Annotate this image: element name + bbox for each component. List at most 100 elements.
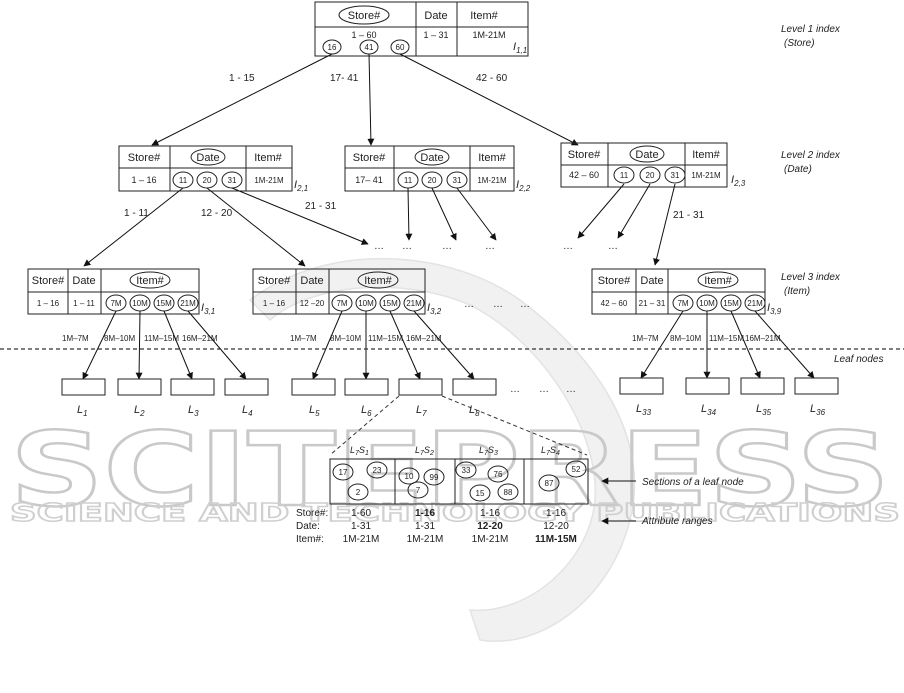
svg-text:L6: L6 (361, 404, 372, 418)
svg-text:L7S3: L7S3 (479, 445, 498, 457)
svg-text:1-16: 1-16 (480, 508, 500, 519)
level-labels: Level 1 index (Store) Level 2 index (Dat… (781, 24, 884, 365)
svg-text:1M–7M: 1M–7M (290, 334, 317, 343)
svg-text:1-16: 1-16 (546, 508, 566, 519)
l1-header-store: Store# (348, 10, 381, 22)
svg-text:Item#:: Item#: (296, 534, 324, 545)
svg-text:Store#:: Store#: (296, 508, 328, 519)
level1-index-node (314, 1, 529, 57)
l3c-header-item: Item# (704, 275, 732, 287)
leaf-zoom-lines (329, 395, 588, 456)
l2c-key-31: 31 (671, 171, 680, 180)
svg-text:1M-21M: 1M-21M (407, 534, 444, 545)
l2b-key-31: 31 (453, 176, 462, 185)
level3-label: Level 3 index (781, 272, 841, 283)
leaf-sections-box (329, 458, 589, 505)
l2b-index-name: I2,2 (516, 179, 531, 193)
leaf-ellipsis: … (510, 384, 520, 395)
svg-text:L7S4: L7S4 (541, 445, 560, 457)
l3c-header-date: Date (640, 275, 663, 287)
l2a-header-item: Item# (254, 152, 282, 164)
svg-text:88: 88 (504, 488, 513, 497)
l3a-key-21m: 21M (180, 299, 196, 308)
sections-callout: Sections of a leaf node (642, 477, 744, 488)
l1-store-range: 1 – 60 (351, 30, 376, 40)
svg-text:L34: L34 (701, 403, 717, 417)
l2c-header-date: Date (635, 149, 658, 161)
l2b-header-date: Date (420, 152, 443, 164)
svg-text:10: 10 (405, 472, 414, 481)
level3-edge-labels: 1M–7M 8M–10M 11M–15M 16M–21M 1M–7M 8M–10… (62, 334, 781, 343)
l3a-index-name: I3,1 (201, 302, 215, 316)
ranges-callout: Attribute ranges (641, 516, 713, 527)
l3a-key-7m: 7M (110, 299, 121, 308)
svg-text:8M–10M: 8M–10M (670, 334, 701, 343)
section-titles: L7S1 L7S2 L7S3 L7S4 (350, 445, 560, 457)
svg-text:…: … (493, 299, 503, 310)
svg-text:…: … (520, 299, 530, 310)
leaf-boxes (61, 377, 839, 396)
ellipsis-row-level2: … … … … … … (374, 241, 618, 252)
watermark-title: SCITEPRESS (10, 411, 890, 530)
svg-text:8M–10M: 8M–10M (104, 334, 135, 343)
level1-sublabel: (Store) (784, 38, 815, 49)
svg-text:2: 2 (356, 488, 361, 497)
svg-text:1-16: 1-16 (415, 508, 435, 519)
svg-text:1-31: 1-31 (415, 521, 435, 532)
watermark-swoosh (248, 258, 636, 642)
svg-text:12-20: 12-20 (477, 521, 503, 532)
svg-text:…: … (464, 299, 474, 310)
l3c-key-21m: 21M (747, 299, 763, 308)
svg-text:1-60: 1-60 (351, 508, 371, 519)
l2c-key-11: 11 (620, 171, 629, 180)
svg-text:L7S1: L7S1 (350, 445, 369, 457)
section-records: 17 23 2 10 99 7 33 76 15 88 52 87 (339, 465, 581, 498)
l2a-header-date: Date (196, 152, 219, 164)
svg-text:…: … (563, 241, 573, 252)
l2c-key-20: 20 (646, 171, 655, 180)
l3c-index-name: I3,9 (767, 302, 782, 316)
l2c-index-name: I2,3 (731, 174, 746, 188)
l3c-store-range: 42 – 60 (601, 299, 628, 308)
l3a-header-date: Date (72, 275, 95, 287)
l3b-key-21m: 21M (406, 299, 422, 308)
svg-text:12-20: 12-20 (543, 521, 569, 532)
svg-text:11M-15M: 11M-15M (535, 534, 577, 545)
l2b-header-item: Item# (478, 152, 506, 164)
attribute-ranges: Store#: Date: Item#: 1-60 1-31 1M-21M 1-… (296, 508, 577, 545)
level3-index-node-1 (27, 268, 200, 315)
l3a-date-range: 1 – 11 (73, 299, 95, 308)
svg-text:L7: L7 (416, 404, 427, 418)
svg-text:17: 17 (339, 468, 348, 477)
l1-header-date: Date (424, 10, 447, 22)
l3a-header-item: Item# (136, 275, 164, 287)
l2a-store-range: 1 – 16 (131, 175, 156, 185)
svg-text:1M–7M: 1M–7M (632, 334, 659, 343)
l2a-key-11: 11 (179, 176, 188, 185)
svg-text:1M–7M: 1M–7M (62, 334, 89, 343)
level2-edges (83, 183, 676, 267)
svg-text:52: 52 (572, 465, 581, 474)
svg-text:11M–15M: 11M–15M (709, 334, 744, 343)
svg-text:L4: L4 (242, 404, 253, 418)
svg-text:L33: L33 (636, 403, 652, 417)
level2-index-node-3 (560, 142, 728, 188)
level3-index-node-3 (591, 268, 766, 315)
l3b-header-store: Store# (258, 275, 291, 287)
svg-text:L7S2: L7S2 (415, 445, 434, 457)
l3a-header-store: Store# (32, 275, 65, 287)
level1-edges (151, 53, 579, 146)
svg-text:23: 23 (373, 466, 382, 475)
svg-text:1M-21M: 1M-21M (343, 534, 380, 545)
level2-sublabel: (Date) (784, 164, 812, 175)
l1-key-16: 16 (328, 43, 337, 52)
l3b-key-7m: 7M (336, 299, 347, 308)
edge-label-store-1-15: 1 - 15 (229, 73, 255, 84)
level3-index-node-2 (252, 268, 426, 315)
l2a-item-range: 1M-21M (254, 176, 284, 185)
svg-text:L35: L35 (756, 403, 772, 417)
edge-label-store-17-41: 17- 41 (330, 73, 359, 84)
edge-label-date-1-11: 1 - 11 (124, 208, 149, 219)
l2b-key-20: 20 (428, 176, 437, 185)
l3a-key-10m: 10M (132, 299, 148, 308)
